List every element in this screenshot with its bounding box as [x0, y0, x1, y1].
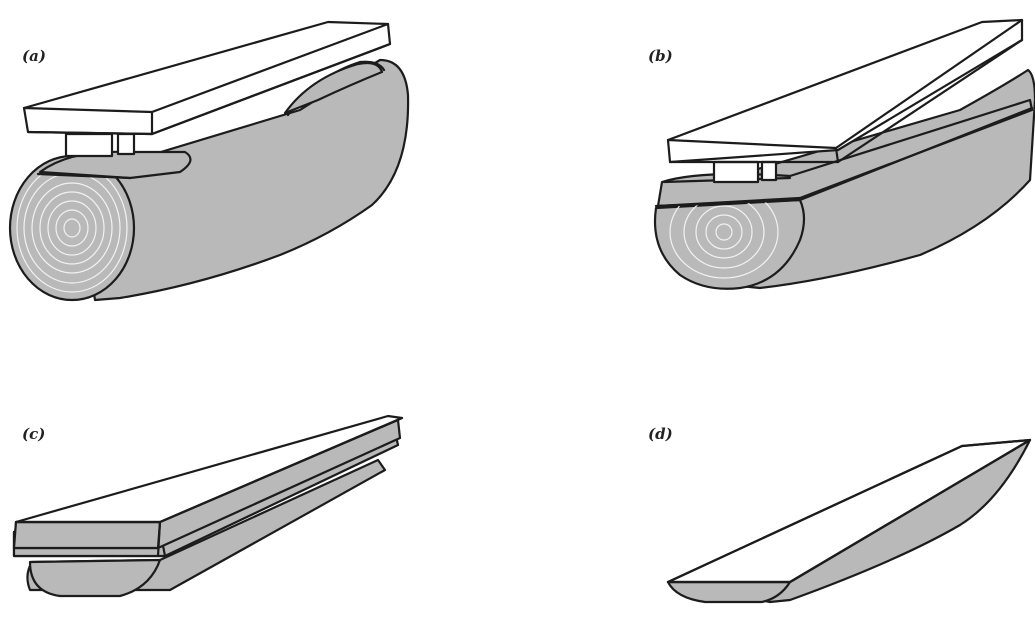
panel-a-log [10, 22, 408, 300]
panel-c-boards [14, 416, 402, 596]
panel-b-log [655, 20, 1035, 289]
panel-d-board [668, 440, 1030, 602]
